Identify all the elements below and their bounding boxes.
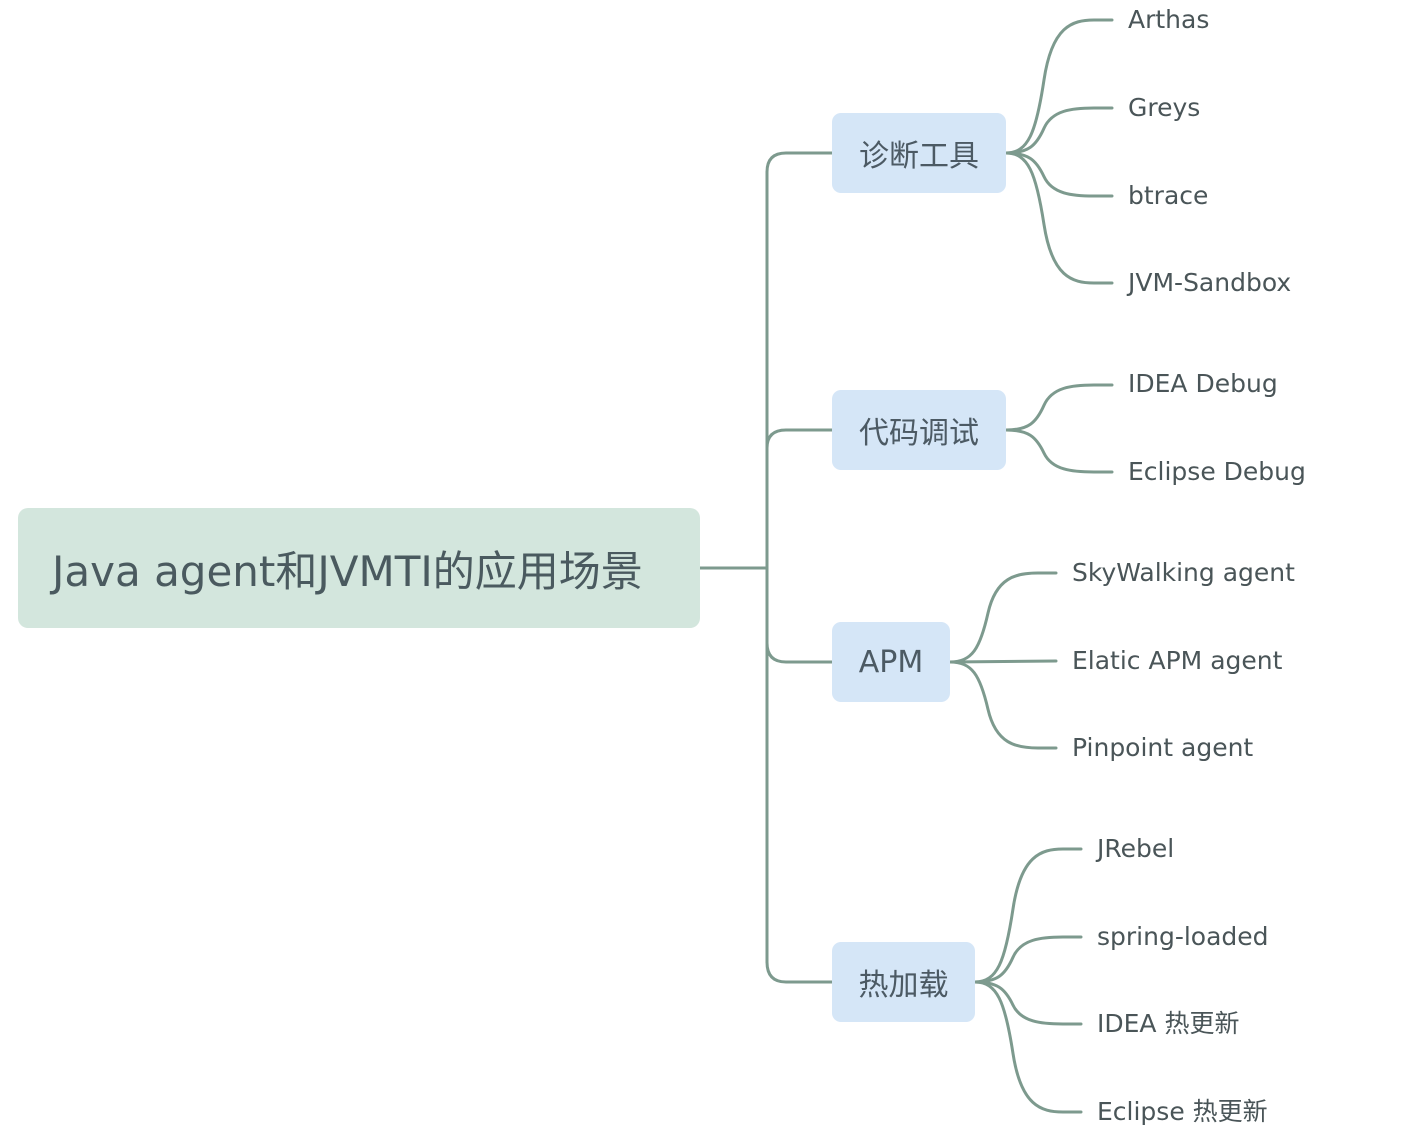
leaf-connector-hot-reload-3 (973, 980, 1083, 1114)
root-topic[interactable]: Java agent和JVMTI的应用场景 (18, 508, 700, 628)
leaf-idea-debug[interactable]: IDEA Debug (1128, 369, 1278, 398)
branch-code-debugging[interactable]: 代码调试 (832, 390, 1006, 470)
leaf-connector-diagnostic-tools-3 (1004, 151, 1114, 285)
leaf-arthas[interactable]: Arthas (1128, 5, 1210, 34)
leaf-connector-hot-reload-1 (973, 935, 1083, 984)
leaf-btrace[interactable]: btrace (1128, 181, 1209, 210)
leaf-connector-code-debugging-1 (1004, 428, 1114, 474)
branch-connector-code-debugging (765, 428, 834, 450)
leaf-connector-diagnostic-tools-2 (1004, 151, 1114, 198)
branch-apm[interactable]: APM (832, 622, 950, 702)
root-topic-label: Java agent和JVMTI的应用场景 (52, 546, 643, 596)
leaf-connector-diagnostic-tools-0 (1004, 18, 1114, 155)
leaf-connector-hot-reload-2 (973, 980, 1083, 1026)
leaf-eclipse-hot-update[interactable]: Eclipse 热更新 (1097, 1097, 1268, 1126)
leaf-connector-diagnostic-tools-1 (1004, 106, 1114, 155)
leaf-connector-apm-0 (948, 571, 1058, 664)
branch-label: 热加载 (858, 968, 949, 1003)
leaf-pinpoint-agent[interactable]: Pinpoint agent (1072, 733, 1254, 762)
leaf-connector-apm-1 (948, 659, 1058, 664)
leaf-greys[interactable]: Greys (1128, 93, 1201, 122)
leaf-jvm-sandbox[interactable]: JVM-Sandbox (1128, 268, 1292, 297)
branch-hot-reload[interactable]: 热加载 (832, 942, 975, 1022)
branch-label: 代码调试 (859, 416, 979, 451)
branch-diagnostic-tools[interactable]: 诊断工具 (832, 113, 1006, 193)
branch-label: APM (858, 644, 924, 680)
branch-connector-diagnostic-tools (765, 151, 834, 174)
leaf-connector-apm-2 (948, 660, 1058, 750)
leaf-idea-hot-update[interactable]: IDEA 热更新 (1097, 1009, 1240, 1038)
leaf-spring-loaded[interactable]: spring-loaded (1097, 922, 1269, 951)
leaf-elatic-apm-agent[interactable]: Elatic APM agent (1072, 646, 1283, 675)
branch-connector-hot-reload (765, 960, 834, 984)
branch-label: 诊断工具 (859, 139, 979, 174)
leaf-eclipse-debug[interactable]: Eclipse Debug (1128, 457, 1306, 486)
leaf-connector-code-debugging-0 (1004, 383, 1114, 432)
branch-connector-apm (765, 641, 834, 664)
leaf-skywalking-agent[interactable]: SkyWalking agent (1072, 558, 1295, 587)
leaf-jrebel[interactable]: JRebel (1097, 834, 1175, 863)
leaf-connector-hot-reload-0 (973, 847, 1083, 984)
